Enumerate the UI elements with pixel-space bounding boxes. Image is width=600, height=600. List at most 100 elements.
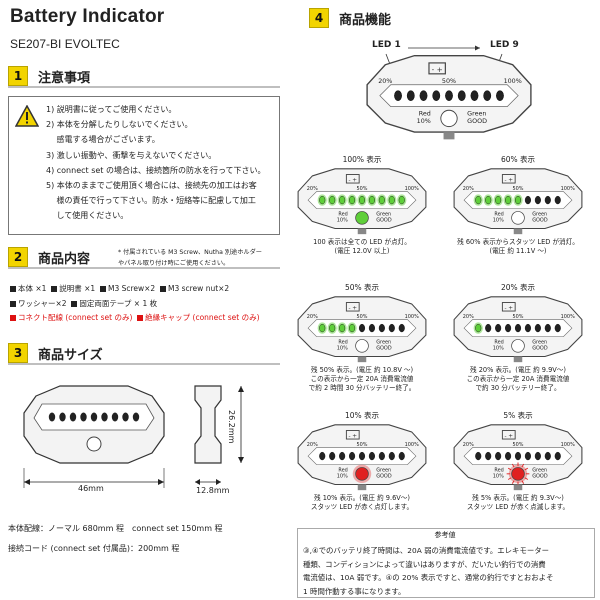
percent-label: 50% bbox=[442, 77, 456, 85]
note-line: して使用ください。 bbox=[46, 211, 129, 221]
section-number: 3 bbox=[8, 343, 28, 363]
contents-item: ワッシャー×2 bbox=[18, 298, 67, 308]
led bbox=[514, 323, 522, 333]
note-line: 3) 激しい振動や、衝撃を与えないでください。 bbox=[46, 150, 217, 160]
led bbox=[339, 451, 346, 461]
percent-label: 100% bbox=[405, 314, 419, 320]
section-label: 注意事項 bbox=[38, 70, 91, 86]
led-last-label: LED 9 bbox=[490, 40, 519, 50]
contents-item: M3 screw nut×2 bbox=[167, 284, 230, 293]
percent-label: 50% bbox=[356, 442, 367, 448]
led bbox=[544, 195, 551, 205]
led bbox=[485, 195, 492, 205]
led bbox=[69, 412, 77, 422]
percent-label: 20% bbox=[463, 442, 474, 448]
led bbox=[48, 412, 56, 422]
status-label: Red bbox=[494, 340, 503, 346]
section-label: 商品機能 bbox=[339, 12, 392, 28]
battery-symbol: - + bbox=[348, 306, 357, 312]
led bbox=[495, 451, 502, 461]
note-line: 様の責任で行って下さい。防水・短絡等に配慮して加工 bbox=[46, 196, 256, 206]
led bbox=[554, 451, 561, 461]
led bbox=[329, 451, 336, 461]
reference-line: 1 時間作動する事になります。 bbox=[303, 586, 406, 596]
led bbox=[514, 451, 522, 461]
status-led bbox=[355, 339, 369, 353]
state-description: 残 60% 表示からスタッツ LED が消灯。(電圧 約 11.1V ～) bbox=[438, 238, 598, 256]
status-label: Green bbox=[532, 468, 547, 474]
state-label: 5% 表示 bbox=[503, 411, 533, 420]
section-number: 4 bbox=[309, 8, 329, 28]
contents-item: 絶縁キャップ (connect set のみ) bbox=[145, 313, 260, 322]
percent-label: 20% bbox=[463, 186, 474, 192]
status-label: Red bbox=[494, 212, 503, 218]
status-label: 10% bbox=[493, 217, 504, 223]
state-description: 残 5% 表示。(電圧 約 9.3V～)スタッツ LED が赤く点滅します。 bbox=[438, 494, 598, 512]
percent-label: 20% bbox=[307, 314, 318, 320]
state-description: 残 50% 表示。(電圧 約 10.8V ～)この表示から一定 20A 消費電流… bbox=[282, 366, 442, 393]
section-label: 商品内容 bbox=[38, 251, 91, 267]
device-front-view bbox=[23, 385, 165, 488]
state-description-line: (電圧 約 11.1V ～) bbox=[489, 247, 547, 255]
led bbox=[378, 451, 385, 461]
cable-line: 本体配線：ノーマル 680mm 程 connect set 150mm 程 bbox=[8, 524, 223, 533]
led bbox=[368, 323, 375, 333]
led bbox=[483, 90, 492, 101]
reference-box bbox=[297, 528, 595, 598]
led bbox=[80, 412, 87, 422]
section-header-function: 4 商品機能 bbox=[309, 8, 589, 28]
status-label: GOOD bbox=[376, 345, 392, 351]
status-label: Green bbox=[376, 212, 391, 218]
status-led bbox=[440, 109, 458, 128]
section-number: 2 bbox=[8, 247, 28, 267]
led bbox=[329, 323, 336, 333]
status-label: 10% bbox=[417, 117, 431, 125]
status-label: GOOD bbox=[532, 473, 548, 479]
status-label: Green bbox=[376, 340, 391, 346]
battery-symbol: - + bbox=[348, 434, 357, 440]
status-led bbox=[511, 467, 525, 481]
led bbox=[534, 195, 541, 205]
height-dimension: 26.2mm bbox=[227, 410, 236, 444]
led bbox=[349, 451, 356, 461]
led bbox=[470, 90, 479, 101]
led bbox=[496, 90, 504, 101]
led bbox=[398, 451, 405, 461]
cable-line: 接続コード (connect set 付属品)：200mm 程 bbox=[8, 544, 180, 553]
state-description-line: 残 50% 表示。(電圧 約 10.8V ～) bbox=[310, 366, 414, 374]
contents-item: M3 Screw×2 bbox=[107, 284, 156, 293]
battery-symbol: - + bbox=[432, 65, 443, 74]
led bbox=[544, 323, 551, 333]
width-dimension: 46mm bbox=[78, 484, 104, 493]
led bbox=[339, 195, 346, 205]
led bbox=[368, 451, 375, 461]
contents-note-line: やパネル取り付け時にご使用ください。 bbox=[118, 260, 230, 267]
state-label: 10% 表示 bbox=[344, 411, 380, 420]
percent-label: 20% bbox=[378, 77, 392, 85]
status-label: Red bbox=[419, 110, 431, 118]
contents-note: * 付属されている M3 Screw、Nutha 別途ホルダー やパネル取り付け… bbox=[118, 247, 283, 269]
percent-label: 20% bbox=[307, 186, 318, 192]
led bbox=[111, 412, 119, 422]
section-header-contents: 2 商品内容 bbox=[8, 247, 280, 269]
percent-label: 50% bbox=[356, 186, 367, 192]
led bbox=[475, 451, 482, 461]
state-description-line: 残 5% 表示。(電圧 約 9.3V～) bbox=[472, 494, 564, 502]
led bbox=[132, 412, 140, 422]
battery-symbol: - + bbox=[504, 434, 513, 440]
led bbox=[475, 323, 482, 333]
percent-label: 100% bbox=[561, 314, 575, 320]
reference-title: 参考値 bbox=[434, 531, 456, 539]
state-description-line: この表示から一定 20A 消費電流値 bbox=[466, 375, 570, 383]
led bbox=[485, 323, 492, 333]
led bbox=[505, 451, 512, 461]
led bbox=[349, 195, 356, 205]
battery-symbol: - + bbox=[504, 306, 513, 312]
state-label: 100% 表示 bbox=[342, 155, 382, 164]
status-label: 10% bbox=[493, 345, 504, 351]
led bbox=[319, 195, 326, 205]
status-led bbox=[511, 339, 525, 353]
status-label: GOOD bbox=[376, 217, 392, 223]
